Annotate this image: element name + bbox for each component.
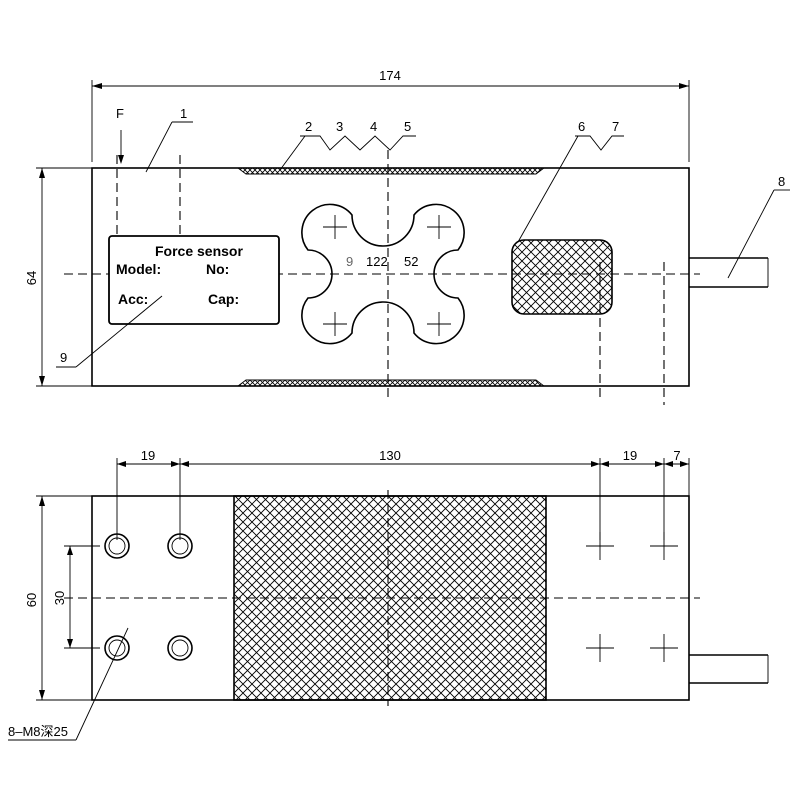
callout-7: 7 [612, 119, 619, 134]
center-mark-a: 9 [346, 254, 353, 269]
cable-bottom-view [689, 654, 769, 684]
mounting-holes-right [586, 532, 678, 662]
nameplate: Force sensor Model: No: Acc: Cap: [108, 235, 280, 325]
bottom-view: 19 130 19 7 60 30 [8, 448, 769, 741]
dimension-row-bottom: 19 130 19 7 [116, 448, 690, 540]
flexure-hole: 9 122 52 [301, 203, 465, 345]
nameplate-model: Model: [116, 261, 161, 277]
dimension-height-64: 64 [24, 167, 92, 387]
callout-6: 6 [578, 119, 585, 134]
dimension-height-60: 60 [24, 495, 92, 701]
nameplate-title: Force sensor [155, 243, 243, 259]
center-mark-c: 52 [404, 254, 418, 269]
mounting-holes-left [104, 533, 193, 661]
hole-note: 8–M8深25 [8, 724, 68, 739]
callout-5: 5 [404, 119, 411, 134]
dimension-text-64: 64 [24, 271, 39, 285]
callout-1: 1 [180, 106, 187, 121]
dimension-text-19-right: 19 [623, 448, 637, 463]
nameplate-no: No: [206, 261, 229, 277]
dimension-text-30: 30 [52, 591, 67, 605]
dimension-text-130: 130 [379, 448, 401, 463]
top-view: 174 64 F 1 [24, 68, 790, 405]
cable-top-view [689, 257, 769, 288]
dimension-hole-spacing-30: 30 [52, 545, 100, 649]
gauge-cover [511, 239, 613, 315]
knurled-strip-bottom [236, 379, 546, 387]
dimension-text-174: 174 [379, 68, 401, 83]
callout-8: 8 [778, 174, 785, 189]
dimension-text-19-left: 19 [141, 448, 155, 463]
nameplate-acc: Acc: [118, 291, 148, 307]
dimension-length-174: 1 7 4 [91, 68, 690, 162]
callout-9: 9 [60, 350, 67, 365]
center-mark-b: 122 [366, 254, 388, 269]
callout-3: 3 [336, 119, 343, 134]
callout-4: 4 [370, 119, 377, 134]
callout-f: F [116, 106, 124, 121]
nameplate-cap: Cap: [208, 291, 239, 307]
dimension-text-60: 60 [24, 593, 39, 607]
callout-2: 2 [305, 119, 312, 134]
dimension-text-7: 7 [673, 448, 680, 463]
knurled-strip-top [236, 167, 546, 175]
